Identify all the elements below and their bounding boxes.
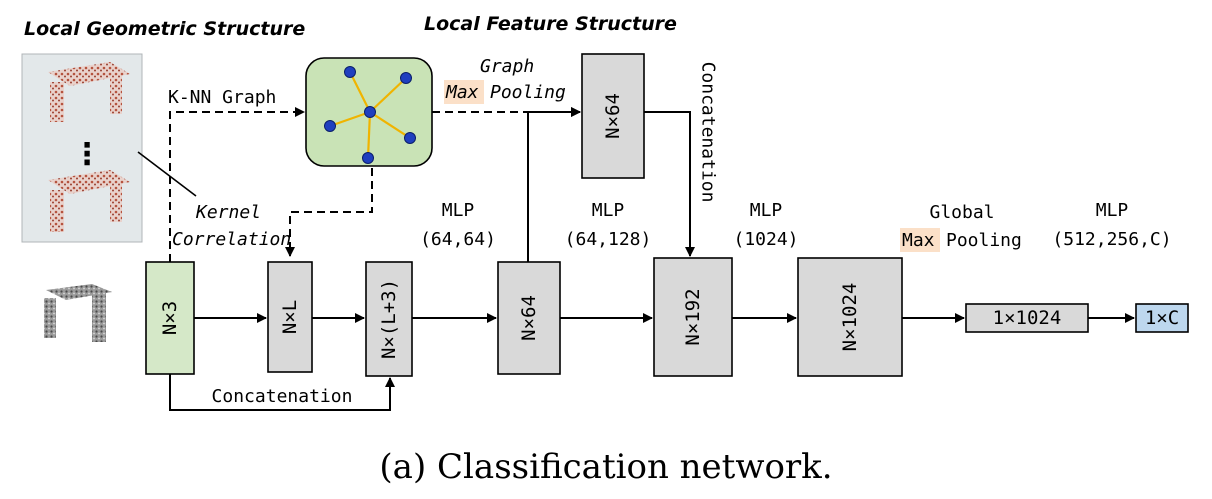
label-mlp-2: MLP [592,200,625,221]
block-nl3: N×(L+3) [365,261,413,377]
block-nl: N×L [267,261,313,373]
label-global: Global [929,202,994,223]
ellipsis-icon: ⋮ [72,137,102,172]
block-output-1xC-label: 1×C [1145,307,1179,329]
heading-local-geometric-structure: Local Geometric Structure [24,18,305,40]
edge-bottom-concatenation [169,374,395,411]
edge-kernel-correlation [285,168,373,257]
heading-local-feature-structure: Local Feature Structure [424,13,677,35]
label-graph: Graph [480,56,534,77]
label-max-1: Max [445,82,479,103]
point-cloud-table-bottom [48,170,130,232]
block-n64-top-label: N×64 [602,93,624,139]
edge-n64-up-to-n64-top [527,107,581,262]
label-mlp-3: MLP [750,200,783,221]
edge-n64-top-to-n192 [644,111,695,257]
block-global-1x1024: 1×1024 [965,303,1089,333]
graph-edges [329,71,411,159]
label-concatenation-bottom: Concatenation [212,386,353,407]
input-point-cloud [44,284,112,342]
label-mlp-1-params: (64,64) [420,229,496,250]
point-cloud-panel: ⋮ [21,53,143,243]
label-mlp-3-params: (1024) [733,229,798,250]
block-n64: N×64 [497,261,561,375]
block-global-1x1024-label: 1×1024 [993,307,1062,329]
block-n64-label: N×64 [518,295,540,341]
graph-panel [305,57,433,167]
point-cloud-table-top [48,62,130,122]
block-n1024: N×1024 [797,257,903,377]
label-mlp-2-params: (64,128) [565,229,652,250]
label-mlp-1: MLP [442,200,475,221]
label-knn-graph: K-NN Graph [168,87,276,108]
block-output-1xC: 1×C [1135,303,1189,333]
block-nl-label: N×L [279,300,301,334]
edge-knn-graph [169,107,305,262]
block-nl3-label: N×(L+3) [378,279,400,359]
label-concatenation-vertical: Concatenation [698,62,719,203]
label-max-2: Max [902,230,935,251]
figure-caption: (a) Classification network. [379,447,832,487]
label-mlp-4-params: (512,256,C) [1052,229,1171,250]
label-pooling-2: Pooling [946,230,1022,251]
block-n192: N×192 [653,257,733,377]
block-n3-label: N×3 [159,301,181,335]
graph-nodes [324,66,416,164]
label-kernel: Kernel [195,202,261,223]
panel-to-kernel-line [137,151,197,197]
label-pooling-1: Pooling [490,82,566,103]
max-highlight-1 [444,80,484,104]
label-correlation: Correlation [172,229,291,250]
label-mlp-4: MLP [1096,200,1129,221]
block-n3: N×3 [145,261,195,375]
block-n192-label: N×192 [682,288,704,345]
max-highlight-2 [900,228,940,252]
block-n1024-label: N×1024 [839,283,861,352]
block-n64-top: N×64 [581,53,645,179]
